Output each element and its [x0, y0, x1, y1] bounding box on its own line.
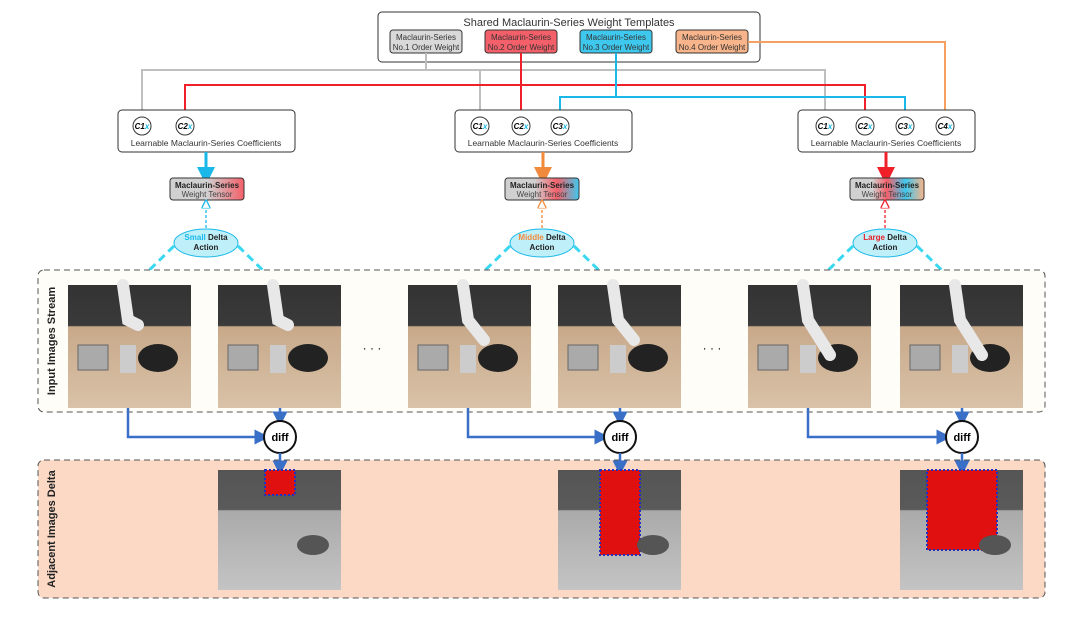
- coefficient-c3: [550, 116, 570, 136]
- ellipsis: · · ·: [363, 341, 382, 355]
- templates-title: Shared Maclaurin-Series Weight Templates: [463, 17, 675, 29]
- coefficient-label: C2x: [178, 122, 193, 131]
- robot-arm: [117, 279, 144, 331]
- coefficient-label: C2x: [514, 122, 529, 131]
- template-line2: No.1 Order Weight: [393, 43, 460, 52]
- robot-arm: [949, 279, 988, 361]
- coefficient-label: C4x: [938, 122, 953, 131]
- robot-arm: [457, 279, 490, 346]
- input-frame: [900, 279, 1023, 408]
- template-line1: Maclaurin-Series: [586, 33, 646, 42]
- delta-image: [218, 469, 341, 590]
- template-line1: Maclaurin-Series: [682, 33, 742, 42]
- coefficient-c1: [470, 116, 490, 136]
- coefficient-label: C3x: [898, 122, 913, 131]
- coefficient-c1: [815, 116, 835, 136]
- tensor-line1: Maclaurin-Series: [510, 181, 575, 190]
- delta-action-label: Action: [194, 243, 219, 252]
- motion-mask: [926, 469, 998, 551]
- coefficient-c2: [855, 116, 875, 136]
- coefficient-c3: [895, 116, 915, 136]
- flow-arrow: [126, 408, 270, 445]
- coefficient-c4: [935, 116, 955, 136]
- motion-mask: [264, 469, 296, 496]
- flow-arrow: [806, 408, 952, 445]
- tensor-line2: Weight Tensor: [862, 190, 913, 199]
- robot-arm: [797, 279, 836, 361]
- coefficients-label: Learnable Maclaurin-Series Coefficients: [468, 138, 619, 148]
- input-frame: [408, 279, 531, 408]
- delta-action-label: Small Delta: [184, 233, 228, 242]
- delta-panel: [37, 459, 1046, 599]
- delta-action-label: Action: [530, 243, 555, 252]
- tensor-line2: Weight Tensor: [182, 190, 233, 199]
- template-line2: No.2 Order Weight: [488, 43, 555, 52]
- delta-image: [900, 469, 1023, 590]
- coefficient-c2: [511, 116, 531, 136]
- template-line1: Maclaurin-Series: [491, 33, 551, 42]
- coefficients-label: Learnable Maclaurin-Series Coefficients: [131, 138, 282, 148]
- diff-label: diff: [271, 432, 288, 444]
- tensor-line1: Maclaurin-Series: [855, 181, 920, 190]
- delta-label: Adjacent Images Delta: [46, 469, 58, 587]
- delta-image: [558, 469, 681, 590]
- tensor-line2: Weight Tensor: [517, 190, 568, 199]
- input-stream-label: Input Images Stream: [46, 287, 58, 395]
- delta-action-ellipse: [173, 228, 239, 258]
- diff-label: diff: [953, 432, 970, 444]
- input-frame: [558, 279, 681, 408]
- coefficient-label: C1x: [818, 122, 833, 131]
- connector-order4: [748, 41, 951, 122]
- coefficient-c1: [132, 116, 152, 136]
- template-line2: No.4 Order Weight: [679, 43, 746, 52]
- coefficient-label: C1x: [473, 122, 488, 131]
- coefficient-label: C2x: [858, 122, 873, 131]
- delta-action-label: Large Delta: [863, 233, 907, 242]
- delta-action-label: Action: [873, 243, 898, 252]
- delta-action-label: Middle Delta: [518, 233, 566, 242]
- input-frame: [748, 279, 871, 408]
- coefficient-c2: [175, 116, 195, 136]
- input-frame: [218, 279, 341, 408]
- template-line2: No.3 Order Weight: [583, 43, 650, 52]
- input-frame: [68, 279, 191, 408]
- template-line1: Maclaurin-Series: [396, 33, 456, 42]
- diff-label: diff: [611, 432, 628, 444]
- flow-arrow: [466, 408, 610, 445]
- motion-mask: [599, 469, 641, 556]
- coefficient-label: C1x: [135, 122, 150, 131]
- coefficients-label: Learnable Maclaurin-Series Coefficients: [811, 138, 962, 148]
- ellipsis: · · ·: [703, 341, 722, 355]
- robot-arm: [267, 279, 294, 331]
- robot-arm: [607, 279, 640, 346]
- tensor-line1: Maclaurin-Series: [175, 181, 240, 190]
- coefficient-label: C3x: [553, 122, 568, 131]
- delta-action-ellipse: [509, 228, 575, 258]
- delta-action-ellipse: [852, 228, 918, 258]
- weight-templates-panel: Shared Maclaurin-Series Weight Templates: [377, 11, 761, 63]
